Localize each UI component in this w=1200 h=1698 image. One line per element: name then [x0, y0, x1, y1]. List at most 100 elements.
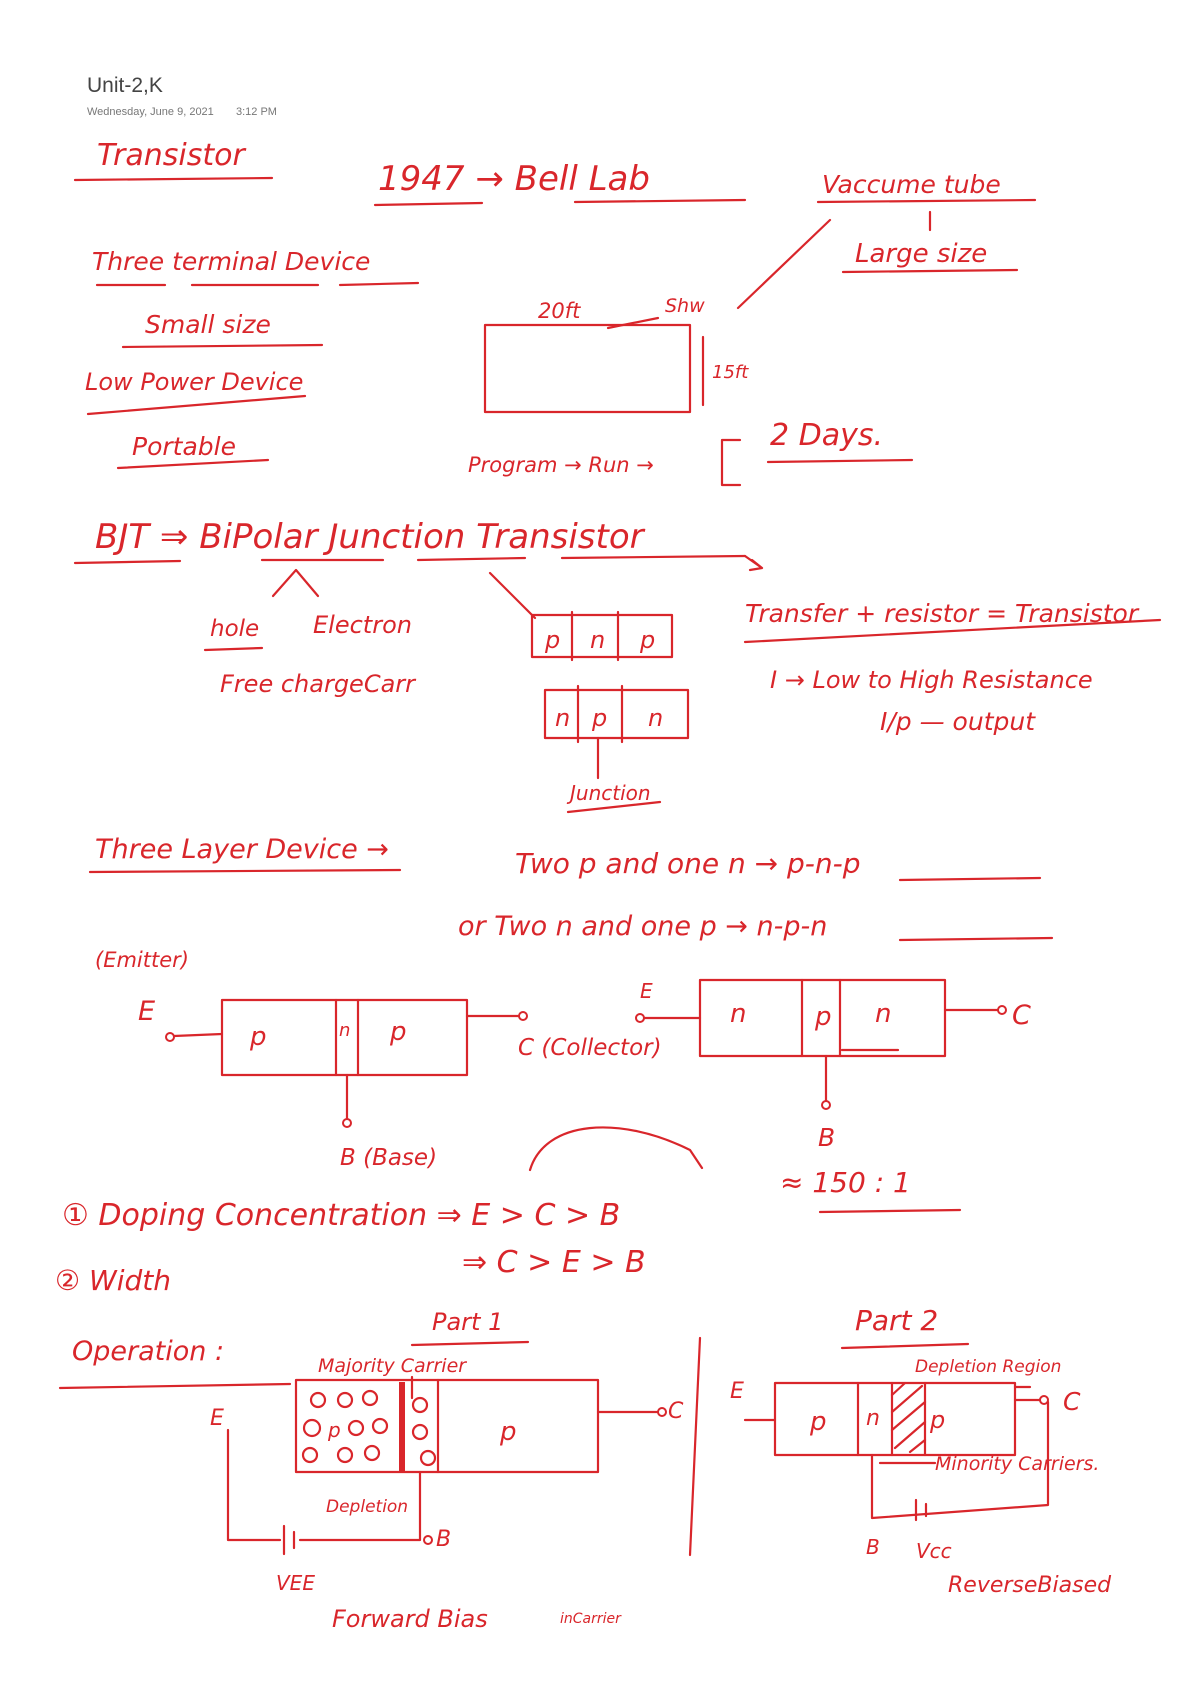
underline	[73, 176, 274, 182]
battery	[914, 1498, 928, 1522]
underline	[116, 458, 270, 470]
pnp-small-box	[530, 613, 674, 659]
underline	[898, 876, 1042, 882]
three-terminal-device: Three terminal Device	[92, 247, 370, 276]
underline	[840, 1342, 970, 1350]
bias-wire	[226, 1428, 422, 1542]
underline	[573, 198, 747, 204]
terminal	[518, 1011, 528, 1021]
underline	[816, 198, 1037, 204]
pnp-p1: p	[544, 626, 560, 654]
underline	[766, 458, 914, 464]
divider	[570, 610, 620, 662]
vacuum-tube: Vaccume tube	[822, 170, 1001, 199]
note-time: 3:12 PM	[236, 106, 277, 118]
part2-b: B	[866, 1535, 880, 1559]
two-days: 2 Days.	[770, 418, 883, 453]
part1-p-small: p	[327, 1418, 341, 1442]
arrow	[488, 571, 537, 620]
underline	[818, 1208, 962, 1214]
low-to-high: I → Low to High Resistance	[770, 666, 1093, 694]
underline	[203, 646, 264, 652]
width-order: ⇒ C > E > B	[462, 1245, 646, 1280]
pnp-box-n: n	[339, 1020, 350, 1041]
junction: Junction	[566, 781, 651, 805]
part2: Part 2	[855, 1304, 938, 1337]
underline	[743, 618, 1162, 644]
underline	[121, 343, 324, 349]
brace	[720, 438, 742, 487]
underline	[841, 268, 1019, 274]
vee: VEE	[276, 1571, 315, 1595]
hatching	[890, 1381, 927, 1454]
terminal	[342, 1118, 352, 1128]
part2-e: E	[730, 1379, 744, 1404]
terminal	[657, 1407, 667, 1417]
room-box	[483, 323, 692, 414]
npn-p: p	[591, 704, 607, 732]
forward-bias: Forward Bias	[332, 1605, 488, 1633]
bias-wire	[870, 1400, 1050, 1520]
npn-n1: n	[555, 704, 570, 732]
part1-box	[294, 1378, 600, 1474]
curve-arrow	[528, 1126, 704, 1172]
terminal	[997, 1005, 1007, 1015]
part1: Part 1	[432, 1308, 503, 1336]
pnp-n: n	[590, 626, 605, 654]
underline	[73, 554, 747, 565]
electron: Electron	[313, 611, 412, 639]
majority-carrier: Majority Carrier	[318, 1355, 467, 1377]
npn-box-p: p	[814, 1002, 832, 1032]
terminal	[821, 1100, 831, 1110]
two-p-one-n: Two p and one n → p-n-p	[515, 847, 861, 880]
in-carrier: inCarrier	[560, 1611, 622, 1627]
underline	[373, 201, 484, 207]
dim-shw: Shw	[665, 295, 705, 317]
part1-b: B	[436, 1527, 451, 1552]
minority-carriers: Minority Carriers.	[935, 1453, 1099, 1475]
battery	[282, 1524, 296, 1556]
npn-box-n2: n	[875, 999, 891, 1029]
underline	[58, 1382, 292, 1390]
dim-15ft: 15ft	[712, 362, 749, 383]
part2-p1: p	[809, 1407, 827, 1437]
pnp-box-p1: p	[249, 1022, 267, 1052]
dim-20ft: 20ft	[538, 299, 581, 323]
emitter-label: (Emitter)	[95, 948, 189, 972]
part2-c: C	[1063, 1387, 1081, 1416]
underline	[898, 936, 1054, 942]
pnp-e: E	[138, 996, 155, 1027]
doping-concentration: ① Doping Concentration ⇒ E > C > B	[62, 1198, 620, 1233]
arrow	[743, 554, 764, 572]
npn-box	[698, 978, 947, 1058]
npn-box-n1: n	[730, 999, 746, 1029]
part1-e: E	[210, 1406, 224, 1431]
large-size: Large size	[855, 239, 987, 269]
operation: Operation :	[72, 1336, 224, 1367]
underline	[88, 868, 402, 874]
terminal	[1039, 1395, 1049, 1405]
collector-label: C (Collector)	[518, 1035, 662, 1061]
depletion: Depletion	[326, 1497, 408, 1517]
input-output: I/p — output	[880, 707, 1036, 736]
part1-c: C	[668, 1399, 684, 1424]
free-charge-carrier: Free chargeCarr	[220, 670, 417, 698]
pnp-p2: p	[639, 626, 655, 654]
note-title: Unit-2,K	[87, 74, 163, 97]
ratio: ≈ 150 : 1	[780, 1166, 911, 1199]
wire	[172, 1032, 224, 1038]
vertical-divider	[688, 1336, 702, 1557]
underline	[566, 800, 662, 814]
divider	[576, 684, 624, 744]
pnp-box-p2: p	[389, 1017, 407, 1047]
divider	[334, 998, 360, 1077]
divider	[800, 978, 842, 1058]
npn-n2: n	[648, 704, 663, 732]
portable: Portable	[132, 432, 236, 461]
underline	[95, 281, 420, 287]
hole: hole	[210, 616, 259, 642]
part2-box	[773, 1381, 1017, 1457]
split-lines	[271, 568, 320, 598]
transfer-resistor: Transfer + resistor = Transistor	[745, 599, 1140, 628]
